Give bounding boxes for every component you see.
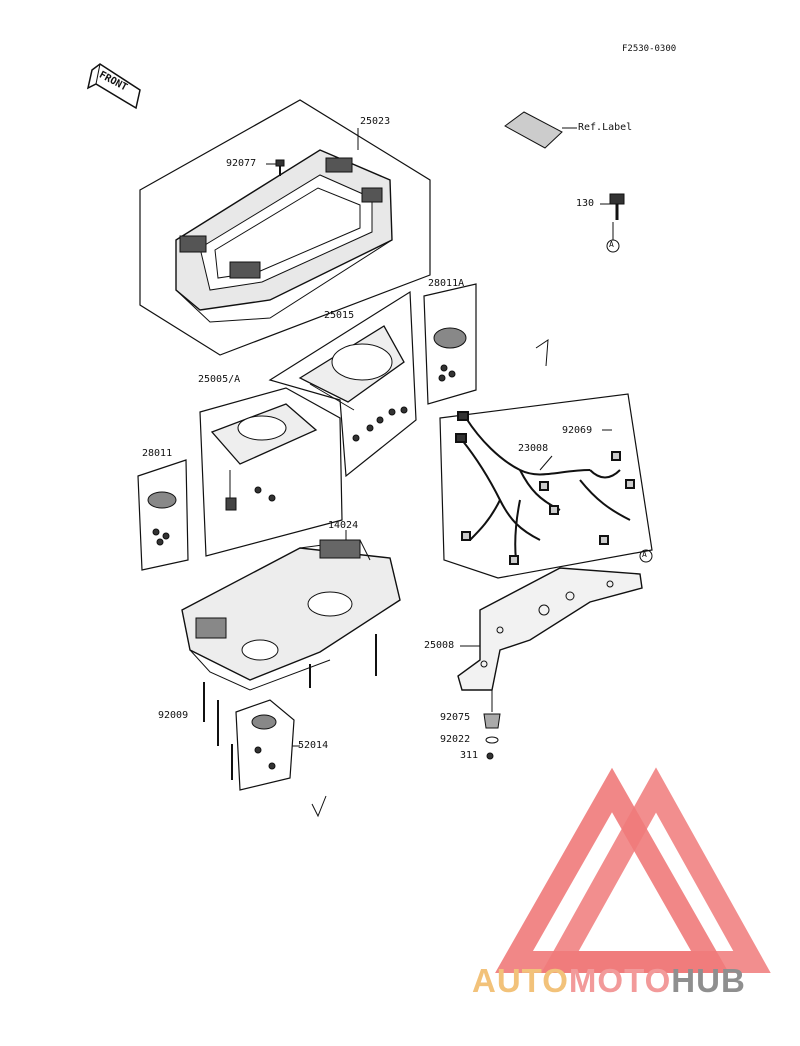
hardware-92075-92022-311-icon <box>483 690 501 760</box>
group-box-25015 <box>268 290 417 478</box>
automotohub-watermark: AUTOMOTOHUB <box>472 962 746 1000</box>
ref-marker-a-top <box>606 239 620 253</box>
callout-14024: 14024 <box>328 520 359 531</box>
callout-23008: 23008 <box>518 443 549 454</box>
ref-label-text: Ref.Label <box>578 122 633 133</box>
callout-25023: 25023 <box>360 116 391 127</box>
tachometer-25015 <box>298 325 408 442</box>
handwritten-mark-v <box>311 795 327 818</box>
callout-25005a: 25005/A <box>198 374 241 385</box>
wire-harness-23008 <box>455 411 635 565</box>
screws-92009-icon <box>203 634 377 780</box>
front-arrow-icon <box>86 63 141 110</box>
callout-92077: 92077 <box>226 158 257 169</box>
bracket-25008 <box>457 567 643 691</box>
group-box-28011a <box>423 283 477 405</box>
callout-92075: 92075 <box>440 712 471 723</box>
ref-marker-a-bracket-label: A <box>642 550 647 559</box>
socket-28011a-icon <box>433 327 467 382</box>
group-box-23008 <box>439 393 653 579</box>
ref-marker-a-top-label: A <box>609 240 614 249</box>
diagram-code: F2530-0300 <box>622 44 677 54</box>
screw-92077-icon <box>275 159 285 176</box>
ref-label-sticker <box>504 111 563 149</box>
group-box-52014 <box>235 699 295 791</box>
callout-28011a: 28011A <box>428 278 465 289</box>
callout-28011: 28011 <box>142 448 173 459</box>
callout-311: 311 <box>460 750 479 761</box>
ref-marker-a-bracket <box>639 549 653 563</box>
socket-52014-icon <box>251 714 277 770</box>
watermark-auto: AUTO <box>472 962 569 999</box>
watermark-hub: HUB <box>671 962 746 999</box>
handwritten-mark-1 <box>535 339 549 367</box>
group-box-25005a <box>199 387 343 557</box>
callout-25015: 25015 <box>324 310 355 321</box>
watermark-moto: MOTO <box>568 962 672 999</box>
callout-130: 130 <box>576 198 595 209</box>
socket-28011-icon <box>147 491 177 546</box>
group-box-25023 <box>139 99 431 356</box>
bolt-130-icon <box>609 193 625 220</box>
meter-cover-25023 <box>175 149 393 323</box>
meter-case-14024 <box>181 539 401 691</box>
callout-25008: 25008 <box>424 640 455 651</box>
automotohub-logo-icon <box>495 767 771 973</box>
callout-92069: 92069 <box>562 425 593 436</box>
callout-52014: 52014 <box>298 740 329 751</box>
callout-92009: 92009 <box>158 710 189 721</box>
speedometer-25005a <box>210 403 318 511</box>
group-box-28011 <box>137 459 189 571</box>
callout-92022: 92022 <box>440 734 471 745</box>
